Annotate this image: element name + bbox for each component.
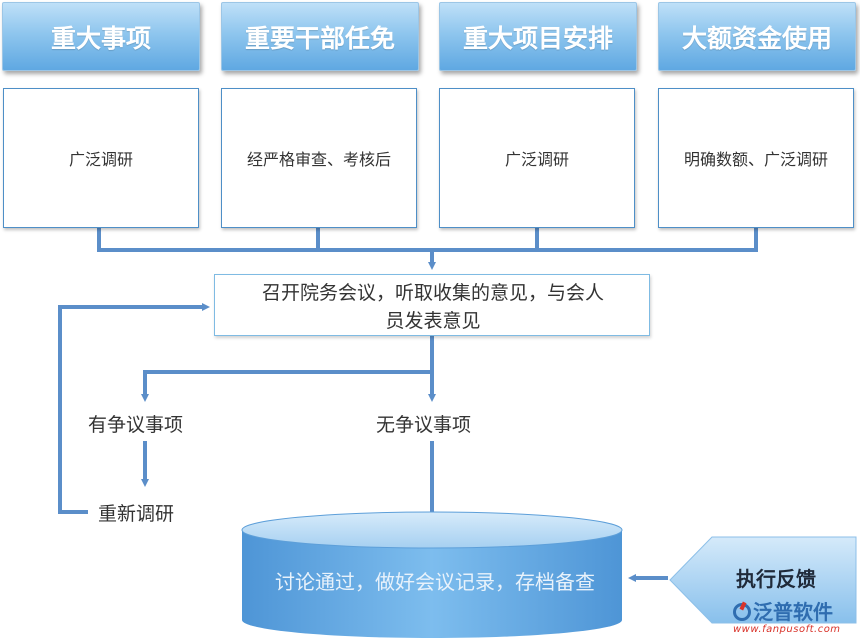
logo-icon	[733, 603, 751, 621]
header-large-funds: 大额资金使用	[658, 2, 856, 71]
detail-box-2: 经严格审查、考核后	[221, 88, 417, 228]
feedback-shape	[628, 536, 857, 624]
header-major-matters: 重大事项	[2, 2, 200, 71]
detail-box-3: 广泛调研	[439, 88, 635, 228]
disputed-label: 有争议事项	[88, 414, 184, 436]
meeting-line-2: 员发表意见	[385, 310, 481, 332]
brand-logo: 泛普软件	[733, 596, 833, 625]
undisputed-label: 无争议事项	[376, 414, 472, 436]
record-text: 讨论通过，做好会议记录，存档备查	[275, 570, 595, 594]
brand-url: www.fanpusoft.com	[733, 624, 841, 635]
reresearch-label: 重新调研	[98, 503, 175, 525]
header-cadre-appointment: 重要干部任免	[221, 2, 419, 71]
merge-lines	[97, 226, 758, 270]
feedback-label: 执行反馈	[736, 567, 816, 591]
header-major-projects: 重大项目安排	[439, 2, 637, 71]
meeting-line-1: 召开院务会议，听取收集的意见，与会人	[261, 282, 604, 304]
meeting-box: 召开院务会议，听取收集的意见，与会人 员发表意见	[214, 274, 650, 336]
logo-name: 泛普软件	[753, 600, 833, 624]
detail-box-4: 明确数额、广泛调研	[658, 88, 854, 228]
detail-box-1: 广泛调研	[3, 88, 199, 228]
record-cylinder	[241, 511, 623, 638]
